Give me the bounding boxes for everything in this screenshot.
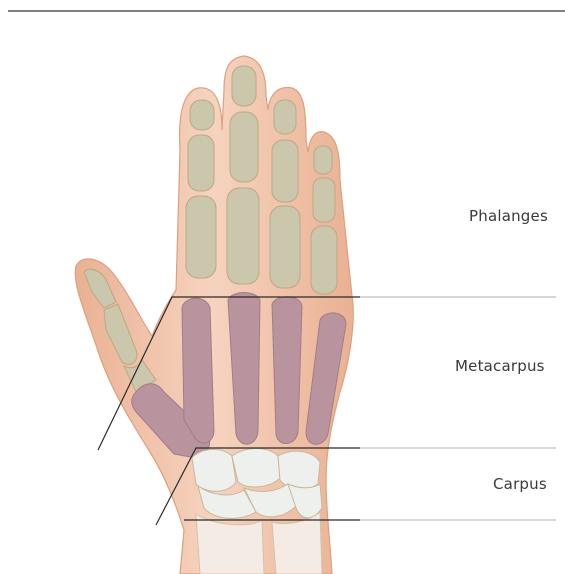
carpal-bones: [192, 449, 322, 519]
phalanges-label: Phalanges: [469, 207, 548, 225]
carpus-label: Carpus: [493, 475, 547, 493]
metacarpus-label: Metacarpus: [455, 357, 545, 375]
